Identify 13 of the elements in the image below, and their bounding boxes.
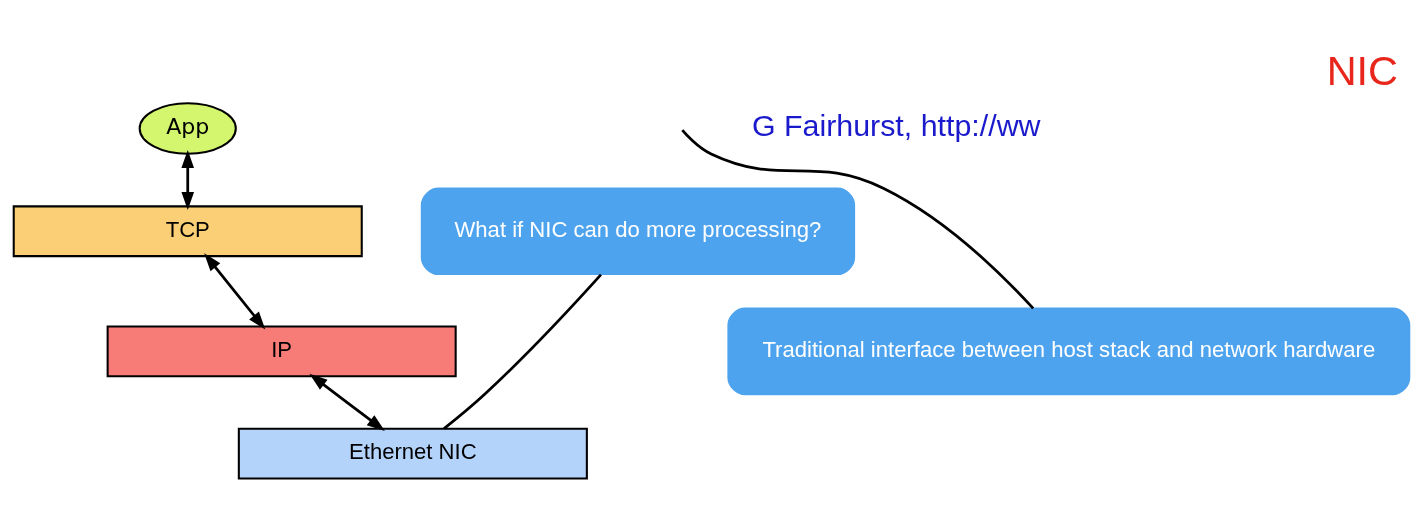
arrow xyxy=(204,253,266,330)
arrow xyxy=(309,373,385,432)
connector xyxy=(681,129,1035,310)
node-box: TCP xyxy=(12,205,363,258)
node-ellipse: App xyxy=(138,102,237,155)
connector xyxy=(443,273,602,430)
node-box: IP xyxy=(106,325,457,378)
node-box: Traditional interface between host stack and network hardware xyxy=(727,307,1411,396)
diagram-title: NIC xyxy=(1326,47,1398,95)
node-box: Ethernet NIC xyxy=(237,427,588,480)
node-box: What if NIC can do more processing? xyxy=(420,187,856,276)
arrow xyxy=(181,149,195,211)
label: G Fairhurst, http://ww xyxy=(751,108,1041,143)
